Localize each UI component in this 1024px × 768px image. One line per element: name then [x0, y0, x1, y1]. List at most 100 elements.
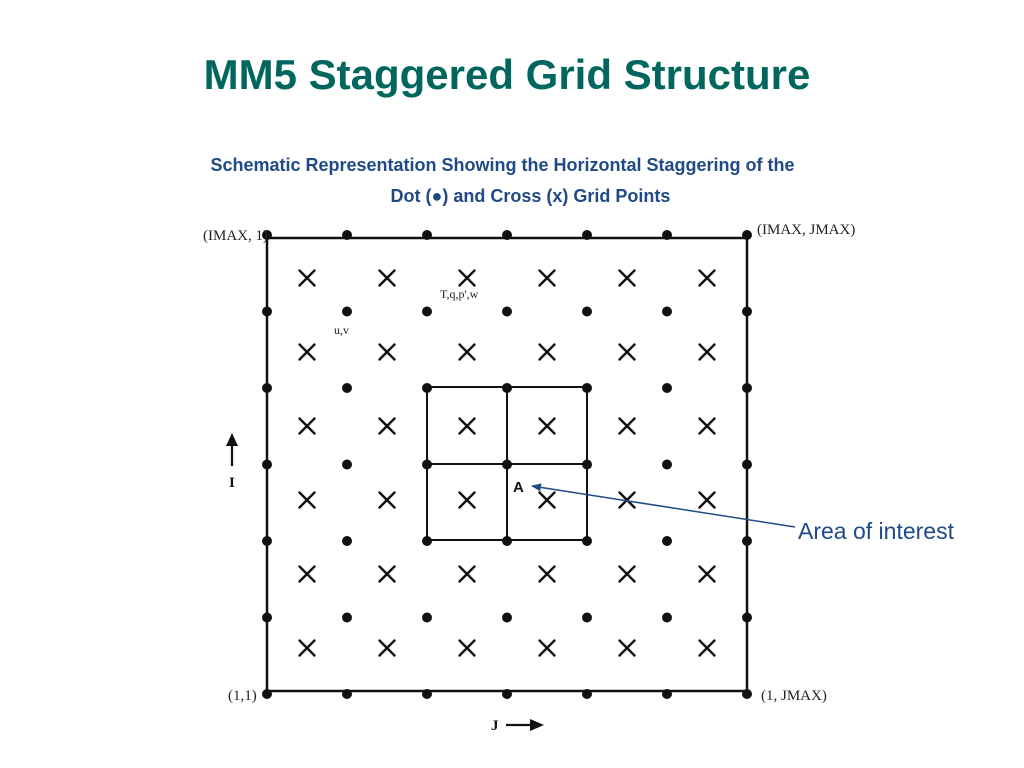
cross-point	[538, 269, 556, 287]
dot-point	[342, 230, 352, 240]
cross-point	[618, 565, 636, 583]
dot-point	[662, 230, 672, 240]
cross-point	[538, 491, 556, 509]
cross-point	[378, 417, 396, 435]
dot-point	[262, 459, 272, 470]
dot-point	[422, 536, 432, 546]
dot-point	[502, 383, 512, 393]
cross-point	[458, 565, 476, 583]
dot-point	[502, 612, 512, 623]
cross-point	[538, 343, 556, 361]
dot-point	[502, 230, 512, 240]
dot-point	[742, 306, 752, 317]
cross-point	[618, 417, 636, 435]
dot-point-variables-label: u,v	[334, 323, 349, 337]
cross-point	[538, 639, 556, 657]
subtitle-line-1: Schematic Representation Showing the Hor…	[210, 155, 795, 175]
cross-point	[298, 565, 316, 583]
dot-point	[582, 459, 592, 470]
cross-point	[698, 269, 716, 287]
cross-point	[378, 343, 396, 361]
cross-point	[458, 343, 476, 361]
axis-i-arrow	[226, 433, 238, 466]
cross-point	[458, 491, 476, 509]
dot-point	[502, 536, 512, 546]
dot-point	[262, 536, 272, 546]
dot-point	[582, 306, 592, 317]
cross-point	[618, 639, 636, 657]
dot-point	[342, 459, 352, 470]
dot-point	[582, 689, 592, 699]
dot-point	[582, 612, 592, 623]
dot-point	[662, 306, 672, 317]
cross-point	[618, 269, 636, 287]
cross-point	[538, 565, 556, 583]
dot-point	[502, 689, 512, 699]
dot-point	[262, 612, 272, 623]
dot-point	[662, 383, 672, 393]
cross-point	[378, 639, 396, 657]
axis-j-label: J	[491, 718, 499, 734]
cross-point	[458, 269, 476, 287]
dot-point	[422, 306, 432, 317]
cross-point	[378, 269, 396, 287]
dot-point	[422, 459, 432, 470]
dot-point	[342, 306, 352, 317]
dot-point	[262, 689, 272, 699]
dot-point	[582, 230, 592, 240]
dot-point	[742, 536, 752, 546]
dot-point	[662, 536, 672, 546]
dot-point	[342, 689, 352, 699]
callout-leader-line	[531, 483, 796, 528]
cross-point	[458, 417, 476, 435]
dot-point	[582, 383, 592, 393]
dot-point	[742, 689, 752, 699]
dot-point	[582, 536, 592, 546]
dot-point	[422, 383, 432, 393]
cross-point	[298, 491, 316, 509]
dot-point	[342, 383, 352, 393]
dot-point	[502, 459, 512, 470]
subtitle-line-2: Dot (●) and Cross (x) Grid Points	[390, 186, 671, 206]
cross-point	[698, 639, 716, 657]
dot-point	[662, 612, 672, 623]
dot-point	[662, 459, 672, 470]
cross-point	[298, 343, 316, 361]
slide-title: MM5 Staggered Grid Structure	[203, 51, 811, 98]
dot-point	[422, 230, 432, 240]
dot-point	[742, 383, 752, 393]
corner-label-top-left: (IMAX, 1)	[203, 228, 268, 244]
dot-grid-points	[262, 230, 752, 699]
cross-point	[698, 417, 716, 435]
slide-subtitle: Schematic Representation Showing the Hor…	[100, 150, 905, 212]
dot-point	[262, 230, 272, 240]
corner-label-bottom-left: (1,1)	[228, 688, 257, 704]
cross-point	[538, 417, 556, 435]
cross-point	[298, 417, 316, 435]
cross-point	[378, 565, 396, 583]
callout-area-of-interest: Area of interest	[798, 518, 955, 544]
dot-point	[262, 383, 272, 393]
axis-i-label: I	[229, 475, 235, 491]
cross-point	[458, 639, 476, 657]
dot-point	[422, 612, 432, 623]
dot-point	[742, 612, 752, 623]
dot-point	[342, 612, 352, 623]
dot-point	[742, 459, 752, 470]
dot-point	[662, 689, 672, 699]
cross-point	[698, 565, 716, 583]
cross-point	[698, 491, 716, 509]
cross-point	[618, 491, 636, 509]
dot-point	[262, 306, 272, 317]
cross-point	[698, 343, 716, 361]
dot-point	[502, 306, 512, 317]
point-a-label: A	[513, 479, 524, 496]
dot-point	[742, 230, 752, 240]
corner-label-top-right: (IMAX, JMAX)	[757, 222, 855, 238]
cross-point	[378, 491, 396, 509]
cross-point-variables-label: T,q,p',w	[440, 287, 479, 301]
corner-label-bottom-right: (1, JMAX)	[761, 688, 827, 704]
axis-j-arrow	[506, 719, 544, 731]
cross-point	[618, 343, 636, 361]
